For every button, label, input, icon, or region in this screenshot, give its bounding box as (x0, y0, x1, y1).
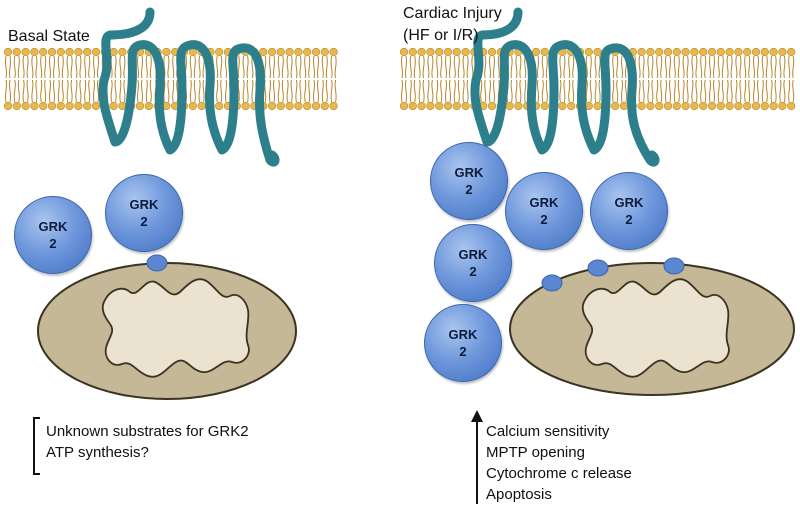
left-notes: Unknown substrates for GRK2 ATP synthesi… (46, 421, 249, 463)
bound-grk2-dot-left (146, 254, 168, 272)
left-note-item: ATP synthesis? (46, 444, 149, 461)
right-note-item: Apoptosis (486, 486, 552, 503)
left-note-item: Unknown substrates for GRK2 (46, 423, 249, 440)
cardiac-injury-title-line1: Cardiac Injury (403, 5, 502, 22)
bound-grk2-dot-right-1 (541, 274, 563, 292)
receptor-left (98, 7, 280, 167)
cardiac-injury-title-line2: (HF or I/R) (403, 27, 479, 44)
mitochondrion-cristae-left (101, 278, 250, 378)
right-notes: Calcium sensitivity MPTP opening Cytochr… (486, 421, 632, 505)
mitochondrion-cristae-right (581, 278, 730, 378)
left-bracket (33, 417, 40, 475)
right-note-item: Cytochrome c release (486, 465, 632, 482)
right-note-item: Calcium sensitivity (486, 423, 610, 440)
increase-arrow-head (471, 410, 483, 422)
cell-membrane-right (399, 47, 796, 111)
bound-grk2-dot-right-3 (663, 257, 685, 275)
mitochondrion-right (509, 262, 795, 396)
mitochondrion-left (37, 262, 297, 400)
cell-membrane-left (3, 47, 338, 111)
basal-state-title: Basal State (8, 28, 90, 45)
receptor-right (470, 7, 660, 167)
bound-grk2-dot-right-2 (587, 259, 609, 277)
right-note-item: MPTP opening (486, 444, 585, 461)
